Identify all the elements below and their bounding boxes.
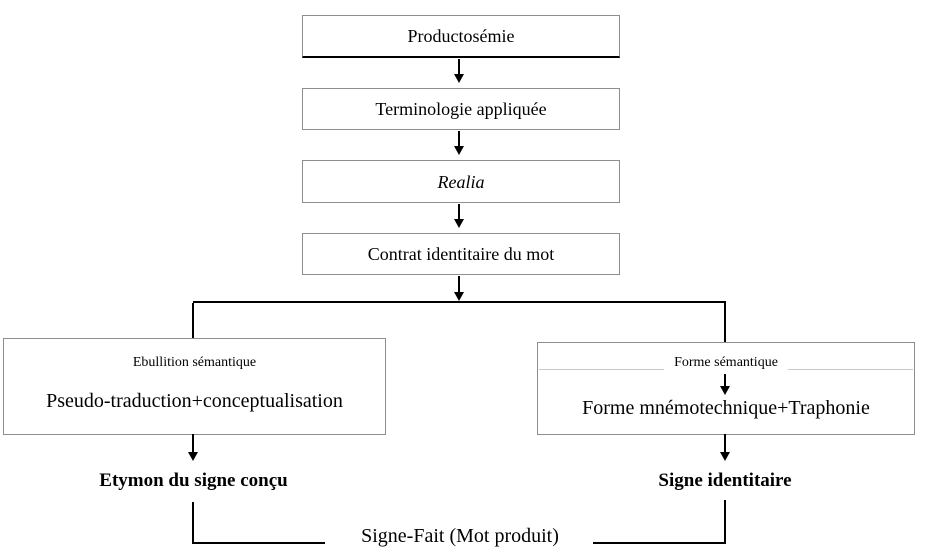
- left-elbow-horizontal-line: [192, 542, 325, 544]
- arrow-2-down-icon: [454, 146, 464, 155]
- forme-semantique-heading-label: Forme sémantique: [664, 355, 788, 370]
- signe-fait-label: Signe-Fait (Mot produit): [361, 525, 559, 547]
- inner-arrow-down-icon: [720, 386, 730, 395]
- left-result-arrow-stem: [192, 434, 194, 453]
- arrow-4-down-icon: [454, 292, 464, 301]
- box-contrat-identitaire-label: Contrat identitaire du mot: [367, 244, 555, 264]
- box-terminologie-appliquee-label: Terminologie appliquée: [375, 99, 547, 119]
- etymon-result-label: Etymon du signe conçu: [99, 470, 288, 491]
- arrow-2-stem: [458, 131, 460, 147]
- arrow-4-stem: [458, 276, 460, 293]
- box-realia: Realia: [302, 160, 620, 203]
- left-result-arrow-down-icon: [188, 452, 198, 461]
- right-elbow-vertical-line: [724, 500, 726, 544]
- box-productosemie-label: Productosémie: [407, 26, 515, 46]
- left-branch-box: Ebullition sémantique Pseudo-traduction+…: [3, 338, 386, 435]
- branch-left-drop-line: [192, 303, 194, 339]
- ebullition-heading-label: Ebullition sémantique: [122, 355, 267, 370]
- right-elbow-horizontal-line: [593, 542, 726, 544]
- forme-semantique-heading: Forme sémantique: [538, 355, 914, 371]
- branch-horizontal-line: [193, 301, 726, 303]
- branch-right-drop-line: [724, 303, 726, 343]
- box-terminologie-appliquee: Terminologie appliquée: [302, 88, 620, 130]
- box-realia-label: Realia: [437, 171, 485, 192]
- pseudo-traduction-label: Pseudo-traduction+conceptualisation: [46, 390, 343, 412]
- left-elbow-vertical-line: [192, 502, 194, 544]
- arrow-3-stem: [458, 204, 460, 220]
- right-result-arrow-stem: [724, 434, 726, 453]
- right-result-arrow-down-icon: [720, 452, 730, 461]
- arrow-3-down-icon: [454, 219, 464, 228]
- box-contrat-identitaire: Contrat identitaire du mot: [302, 233, 620, 275]
- arrow-1-stem: [458, 59, 460, 75]
- inner-arrow-stem: [724, 374, 726, 386]
- ebullition-heading: Ebullition sémantique: [4, 355, 385, 371]
- signe-identitaire-result-label: Signe identitaire: [658, 470, 792, 491]
- box-productosemie: Productosémie: [302, 15, 620, 58]
- forme-mnemotechnique-label: Forme mnémotechnique+Traphonie: [582, 397, 870, 419]
- right-branch-box: Forme sémantique Forme mnémotechnique+Tr…: [537, 342, 915, 435]
- arrow-1-down-icon: [454, 74, 464, 83]
